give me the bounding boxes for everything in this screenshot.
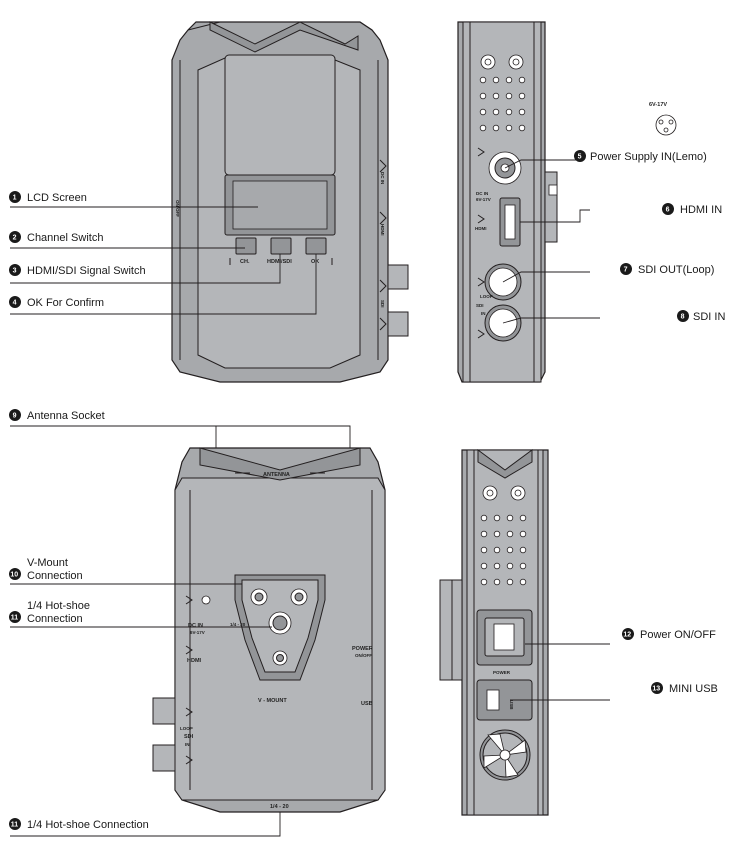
callout-3: 3 HDMI/SDI Signal Switch [9, 264, 146, 277]
callout-2-label: Channel Switch [27, 232, 103, 244]
in-label: IN [481, 311, 486, 316]
callout-5: 5 Power Supply IN(Lemo) [574, 150, 707, 163]
svg-text:9: 9 [13, 413, 17, 420]
ok-button[interactable] [305, 237, 327, 255]
callout-2: 2 Channel Switch [9, 231, 103, 244]
ch-label: CH. [240, 259, 250, 265]
callout-9: 9 Antenna Socket [9, 409, 105, 422]
side-view-right: DC IN 6V-17V HDMI LOOP SDI IN 6V-17V [457, 21, 677, 383]
svg-text:8: 8 [681, 314, 685, 321]
ok-label: OK [311, 259, 319, 265]
vent-holes-left [480, 514, 527, 586]
callout-12-label: Power ON/OFF [640, 629, 716, 641]
mini-usb-port [486, 689, 500, 711]
loop-label: LOOP [480, 294, 493, 299]
voltage-label: 6V-17V [649, 102, 667, 108]
callout-11-label: 1/4 Hot-shoe [27, 600, 90, 612]
back-view: ANTENNA 1/4 - 20 V - MOUNT POWER ON/OFF … [10, 425, 386, 837]
callout-11-bottom: 11 1/4 Hot-shoe Connection [9, 818, 149, 831]
callout-3-label: HDMI/SDI Signal Switch [27, 265, 146, 277]
svg-text:13: 13 [652, 686, 660, 693]
callout-12: 12 Power ON/OFF [622, 628, 716, 641]
svg-text:4: 4 [13, 300, 17, 307]
callout-13: 13 MINI USB [651, 682, 718, 695]
sdi-label: SDI [476, 303, 484, 308]
svg-text:2: 2 [13, 235, 17, 242]
svg-text:12: 12 [623, 632, 631, 639]
side-view-left: POWER USB [439, 449, 610, 816]
channel-button[interactable] [235, 237, 257, 255]
callout-4: 4 OK For Confirm [9, 296, 104, 309]
dc-in-voltage: 6V-17V [476, 197, 491, 202]
svg-text:11: 11 [11, 615, 19, 622]
callout-11-label-2: Connection [27, 613, 83, 625]
bottom-quarter-20-label: 1/4 - 20 [270, 804, 289, 810]
power-on-off-label: ON/OFF [355, 653, 372, 658]
callout-10-label: V-Mount [27, 557, 68, 569]
quarter-20-label: 1/4 - 20 [230, 622, 246, 627]
power-label: POWER [352, 646, 373, 652]
back-in-label: IN [185, 742, 190, 747]
callout-13-label: MINI USB [669, 683, 718, 695]
back-hdmi-label: HDMI [187, 658, 202, 664]
dc-in-side-label: DC IN [380, 172, 385, 184]
usb-label: USB [361, 701, 373, 707]
usb-port-label: USB [509, 700, 514, 710]
dc-in-label: DC IN [476, 191, 488, 196]
hdmi-side-label: HDMI [380, 224, 385, 236]
callout-8: 8 SDI IN [677, 310, 725, 323]
callout-1-label: LCD Screen [27, 192, 87, 204]
callout-8-label: SDI IN [693, 311, 725, 323]
callout-10-label-2: Connection [27, 570, 83, 582]
svg-text:3: 3 [13, 268, 17, 275]
callout-9-label: Antenna Socket [27, 410, 105, 422]
callout-6: 6 HDMI IN [662, 203, 722, 216]
callout-5-label: Power Supply IN(Lemo) [590, 151, 707, 163]
callout-11-bottom-label: 1/4 Hot-shoe Connection [27, 819, 149, 831]
back-voltage-label: 6V-17V [190, 630, 205, 635]
power-switch-label: POWER [493, 670, 511, 675]
vent-holes-right [479, 76, 526, 132]
svg-text:5: 5 [578, 154, 582, 161]
front-view: CH. HDMI/SDI OK ON/OFF DC IN HDMI SDI [10, 21, 409, 383]
antenna-label: ANTENNA [263, 472, 290, 478]
svg-text:6: 6 [666, 207, 670, 214]
on-off-side-label: ON/OFF [175, 200, 180, 217]
callout-11: 11 1/4 Hot-shoe Connection [9, 600, 90, 625]
svg-text:10: 10 [10, 572, 18, 579]
hdmi-sdi-button[interactable] [270, 237, 292, 255]
callout-6-label: HDMI IN [680, 204, 722, 216]
v-mount-label: V - MOUNT [258, 698, 287, 704]
callout-10: 10 V-Mount Connection [9, 557, 83, 582]
back-sdi-label: SDI [184, 734, 194, 740]
svg-text:11: 11 [11, 822, 19, 829]
back-loop-label: LOOP [180, 726, 193, 731]
callout-7: 7 SDI OUT(Loop) [620, 263, 714, 276]
svg-text:1: 1 [13, 195, 17, 202]
hdmi-label: HDMI [475, 226, 487, 231]
back-dc-in-label: DC IN [188, 623, 203, 629]
sdi-side-label: SDI [380, 300, 385, 308]
svg-text:7: 7 [624, 267, 628, 274]
callout-7-label: SDI OUT(Loop) [638, 264, 714, 276]
callout-1: 1 LCD Screen [9, 191, 87, 204]
callout-4-label: OK For Confirm [27, 297, 104, 309]
